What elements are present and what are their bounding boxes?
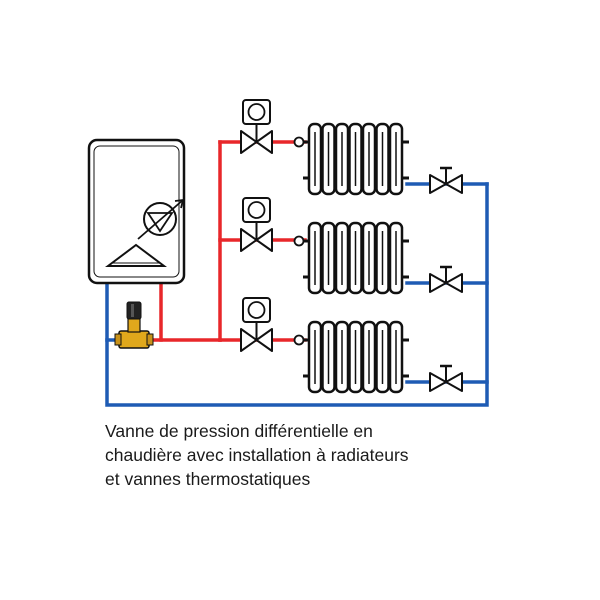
lockshield-valve-1 xyxy=(429,166,463,194)
caption-line-1: Vanne de pression différentielle en xyxy=(105,421,373,441)
radiators xyxy=(293,122,409,394)
differential-pressure-valve-icon xyxy=(114,301,154,349)
lockshield-valve-icon xyxy=(429,364,463,392)
lockshield-valve-2 xyxy=(429,265,463,293)
lockshield-valve-icon xyxy=(429,166,463,194)
burner-triangle-icon xyxy=(105,243,167,267)
radiator-icon xyxy=(293,320,409,394)
caption-line-2: chaudière avec installation à radiateurs xyxy=(105,445,409,465)
caption-line-3: et vannes thermostatiques xyxy=(105,469,311,489)
thermostatic-valve-icon xyxy=(240,197,273,252)
thermostatic-valve-3 xyxy=(240,297,273,352)
thermostatic-valve-1 xyxy=(240,99,273,154)
lockshield-valve-icon xyxy=(429,265,463,293)
thermostatic-valve-2 xyxy=(240,197,273,252)
pump-icon xyxy=(137,199,184,240)
return-main-loop xyxy=(105,182,489,407)
boiler-inner-panel xyxy=(93,145,180,278)
thermostatic-valve-icon xyxy=(240,297,273,352)
radiator-icon xyxy=(293,221,409,295)
supply-main xyxy=(159,281,222,342)
thermostatic-valve-icon xyxy=(240,99,273,154)
boiler xyxy=(87,138,186,285)
boiler-body xyxy=(87,138,186,285)
diagram-caption: Vanne de pression différentielle en chau… xyxy=(105,419,525,491)
lockshield-valve-3 xyxy=(429,364,463,392)
radiator-icon xyxy=(293,122,409,196)
